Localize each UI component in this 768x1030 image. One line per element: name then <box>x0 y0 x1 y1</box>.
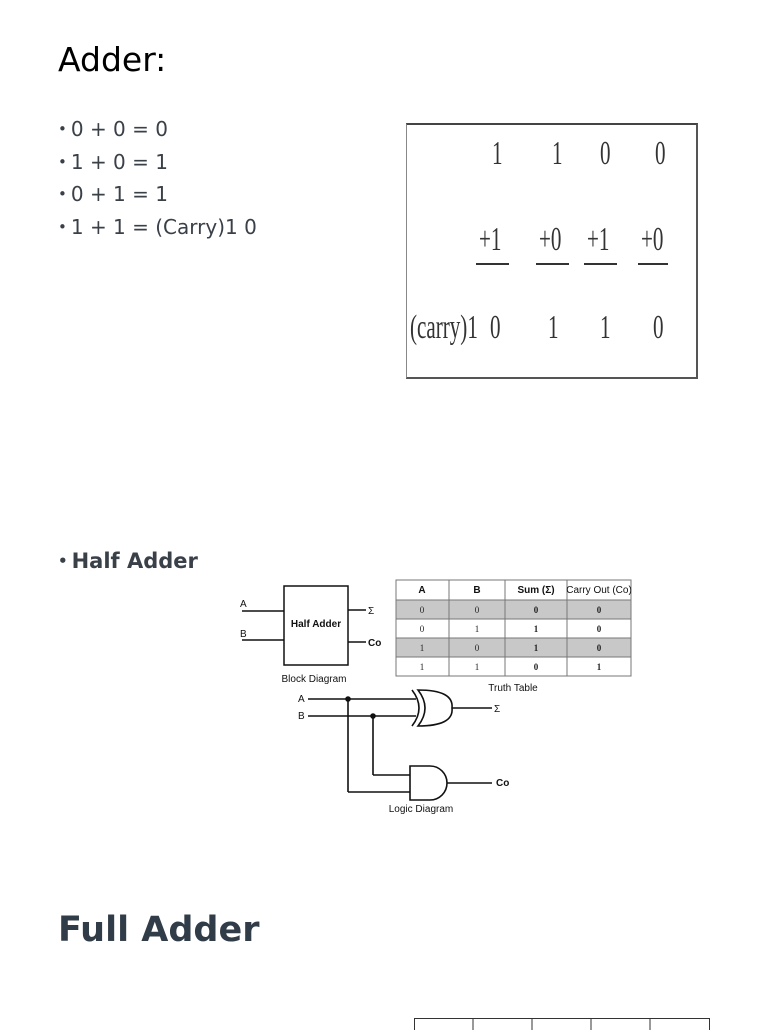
carry-label: (carry)1 <box>410 309 478 347</box>
table-cell: 0 <box>420 605 425 615</box>
table-cell: 0 <box>597 643 602 653</box>
table-row-shade <box>396 600 631 619</box>
carry-output-label: Co <box>368 638 381 649</box>
truth-table: A B Sum (Σ) Carry Out (Co) 0 0 0 0 0 1 1… <box>396 580 632 694</box>
table-header: Carry Out (Co) <box>566 585 632 596</box>
table-cell: 0 <box>597 605 602 615</box>
junction-dot <box>371 714 375 718</box>
table-cell: 0 <box>475 605 480 615</box>
addition-digit: 0 <box>655 135 666 173</box>
table-header: Sum (Σ) <box>517 585 554 596</box>
sum-output-label: Σ <box>494 704 500 715</box>
table-cell: 1 <box>420 643 425 653</box>
list-item: •1 + 0 = 1 <box>58 149 257 182</box>
table-cell: 1 <box>534 643 539 653</box>
table-cell: 1 <box>534 624 539 634</box>
logic-diagram <box>308 690 492 800</box>
addition-underline <box>476 263 509 265</box>
addition-digit: 1 <box>600 309 611 347</box>
addition-digit: 0 <box>600 135 611 173</box>
addition-digit: 0 <box>490 309 501 347</box>
table-cell: 1 <box>597 662 602 672</box>
xor-gate <box>418 690 452 726</box>
input-b-label: B <box>240 629 247 640</box>
addition-digit: 1 <box>548 309 559 347</box>
list-item: •0 + 0 = 0 <box>58 116 257 149</box>
addition-digit: 0 <box>653 309 664 347</box>
addition-underline <box>638 263 668 265</box>
addition-underline <box>584 263 617 265</box>
addition-digit: 1 <box>492 135 503 173</box>
xor-gate-back <box>412 690 419 726</box>
block-diagram: Half Adder A B Σ Co Block Diagram <box>240 586 381 685</box>
half-adder-figure: Half Adder A B Σ Co Block Diagram A B Su… <box>230 576 650 826</box>
table-header: A <box>418 585 425 596</box>
table-row-shade <box>396 638 631 657</box>
table-cell: 0 <box>534 605 539 615</box>
list-item: •0 + 1 = 1 <box>58 181 257 214</box>
adder-rules-list: •0 + 0 = 0 •1 + 0 = 1 •0 + 1 = 1 •1 + 1 … <box>58 116 257 246</box>
table-cell: 1 <box>420 662 425 672</box>
table-cell: 0 <box>475 643 480 653</box>
block-label: Half Adder <box>291 619 341 630</box>
list-item: •1 + 1 = (Carry)1 0 <box>58 214 257 247</box>
and-gate <box>410 766 447 800</box>
addition-digit: +1 <box>587 221 609 259</box>
truth-table-caption: Truth Table <box>488 683 538 694</box>
table-header: B <box>473 585 480 596</box>
table-cell: 1 <box>475 624 480 634</box>
carry-output-label: Co <box>496 778 509 789</box>
binary-addition-image: 1 1 0 0 +1 +0 +1 +0 (carry)1 0 1 1 0 <box>406 123 698 379</box>
input-b-label: B <box>298 711 305 722</box>
addition-underline <box>536 263 569 265</box>
addition-digit: 1 <box>552 135 563 173</box>
input-a-label: A <box>240 599 247 610</box>
junction-dot <box>346 697 350 701</box>
table-cell: 0 <box>597 624 602 634</box>
full-adder-heading: Full Adder <box>58 910 259 950</box>
addition-digit: +0 <box>641 221 663 259</box>
block-diagram-caption: Block Diagram <box>281 674 346 685</box>
sum-output-label: Σ <box>368 606 374 617</box>
input-a-label: A <box>298 694 305 705</box>
addition-digit: +0 <box>539 221 561 259</box>
logic-diagram-caption: Logic Diagram <box>389 804 453 815</box>
table-border <box>415 1019 710 1030</box>
full-adder-table-partial <box>414 1018 710 1030</box>
table-cell: 0 <box>420 624 425 634</box>
addition-digit: +1 <box>479 221 501 259</box>
table-cell: 1 <box>475 662 480 672</box>
half-adder-heading: •Half Adder <box>58 549 198 573</box>
page-title: Adder: <box>58 40 166 79</box>
table-cell: 0 <box>534 662 539 672</box>
